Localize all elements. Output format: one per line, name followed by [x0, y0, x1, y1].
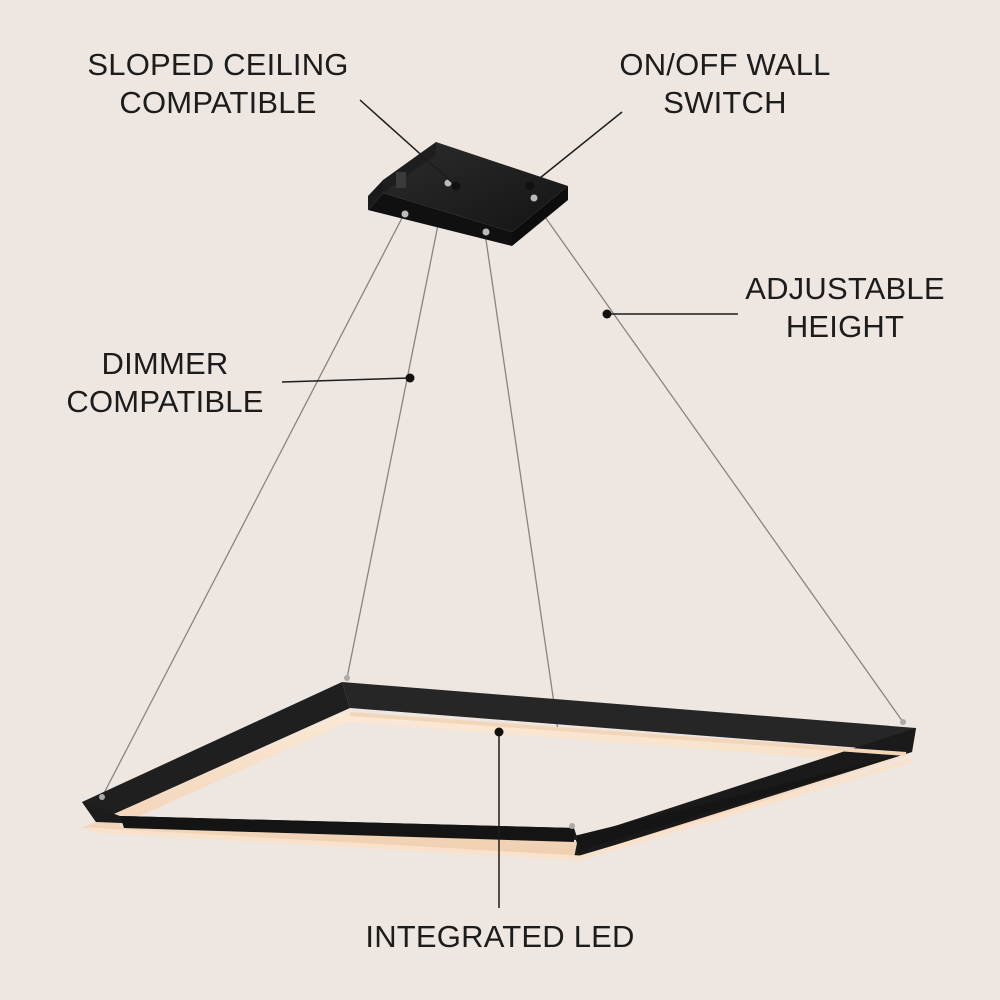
callout-dimmer: DIMMER COMPATIBLE — [40, 345, 290, 421]
callout-line: SLOPED CEILING — [87, 47, 349, 82]
cable-clamp — [344, 675, 350, 681]
frame-bar-back-right — [342, 682, 916, 752]
led-frame — [82, 675, 916, 861]
leader-dot — [602, 309, 612, 319]
callout-line: HEIGHT — [785, 309, 905, 344]
frame-bar-front-right-inner — [574, 752, 912, 850]
leader-dot — [451, 181, 461, 191]
callout-line: DIMMER — [101, 346, 229, 381]
callout-wall-switch: ON/OFF WALL SWITCH — [590, 46, 860, 122]
callout-sloped-ceiling: SLOPED CEILING COMPATIBLE — [68, 46, 368, 122]
cable-clamp — [99, 794, 105, 800]
leader-sloped-ceiling — [359, 99, 457, 187]
cable-clamp — [900, 719, 906, 725]
led-glow-edge-inner — [349, 712, 907, 756]
cable-back-right — [532, 199, 904, 723]
frame-bar-front-left-inner — [120, 816, 574, 842]
callout-line: INTEGRATED LED — [365, 919, 635, 954]
canopy-vent — [396, 172, 406, 188]
canopy-screw — [401, 210, 409, 218]
canopy-side-left — [368, 180, 383, 210]
led-glow-edge — [87, 757, 913, 861]
cable-front-left — [101, 217, 403, 798]
callout-integrated-led: INTEGRATED LED — [340, 918, 660, 956]
callout-adjustable-height: ADJUSTABLE HEIGHT — [730, 270, 960, 346]
cable-back-left — [346, 189, 446, 679]
leader-dot — [494, 727, 504, 737]
canopy-screw — [530, 194, 538, 202]
cable-clamp — [569, 823, 575, 829]
canopy-front-right — [512, 186, 568, 246]
leader-dimmer — [281, 377, 411, 383]
callout-line: COMPATIBLE — [66, 384, 264, 419]
callout-line: ON/OFF WALL — [619, 47, 831, 82]
leader-dot — [405, 373, 415, 383]
suspension-cables — [101, 189, 904, 827]
leader-wall-switch — [529, 111, 623, 187]
leader-lines — [281, 99, 738, 908]
callout-line: SWITCH — [663, 85, 787, 120]
ceiling-canopy — [368, 142, 568, 246]
callout-line: ADJUSTABLE — [745, 271, 945, 306]
canopy-top — [383, 142, 568, 232]
leader-dot — [525, 181, 535, 191]
callout-line: COMPATIBLE — [119, 85, 317, 120]
canopy-screw — [482, 228, 490, 236]
frame-bar-back-left — [82, 682, 350, 822]
canopy-front-left — [368, 193, 512, 246]
